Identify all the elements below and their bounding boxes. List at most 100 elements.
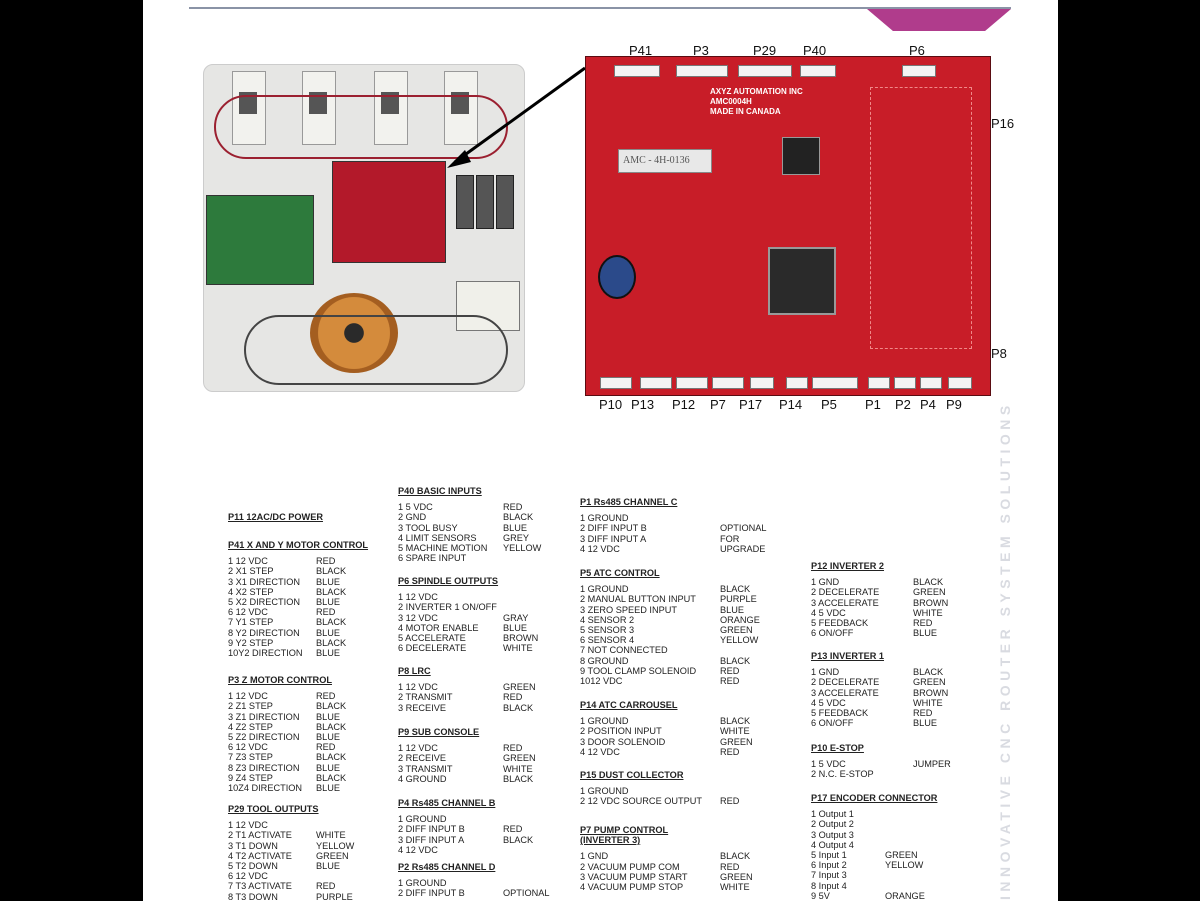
pin-label: 5 T2 DOWN (228, 860, 278, 871)
pin-label: 3 DIFF INPUT A (580, 533, 647, 544)
wire-color: BLUE (316, 596, 341, 607)
wire-color: RED (720, 746, 740, 757)
wire-color: YELLOW (503, 542, 542, 553)
wire-color: GREEN (503, 682, 536, 693)
pin-row: 8 Input 4 (811, 881, 937, 891)
amc-controller-board: AXYZ AUTOMATION INC AMC0004H MADE IN CAN… (585, 56, 991, 396)
pin-label: 8 T3 DOWN (228, 891, 278, 901)
pin-label: 6 12 VDC (228, 742, 268, 753)
connector-label: P7 (710, 397, 726, 412)
toroidal-transformer (310, 293, 398, 373)
wire-color: RED (503, 743, 523, 754)
connector-label: P6 (909, 43, 925, 58)
wire-color: OPTIONAL (720, 523, 767, 534)
wire-color: GREEN (720, 736, 753, 747)
pin-row: 3 ZERO SPEED INPUT BLUE (580, 605, 744, 615)
chip (782, 137, 820, 175)
pin-row: 4 Output 4 (811, 840, 937, 850)
section-title: P12 INVERTER 2 (811, 561, 885, 571)
wire-color: RED (913, 707, 933, 718)
manual-page: AXYZ AUTOMATION INC AMC0004H MADE IN CAN… (143, 0, 1058, 901)
pin-label: 2 TRANSMIT (398, 692, 453, 703)
pin-label: 5 ACCELERATE (398, 632, 466, 643)
wire-color: RED (913, 617, 933, 628)
wire-color: BLUE (316, 860, 341, 871)
pin-label: 9 Y2 STEP (228, 637, 274, 648)
header-accent-tab (867, 9, 1011, 31)
wire-color: BLUE (316, 731, 341, 742)
pin-label: 5 Z2 DIRECTION (228, 731, 300, 742)
pin-label: 6 SENSOR 4 (580, 635, 635, 646)
pin-label: 5 FEEDBACK (811, 707, 869, 718)
pin-label: 3 ZERO SPEED INPUT (580, 604, 677, 615)
wire-color: BLACK (720, 655, 751, 666)
section-title: P15 DUST COLLECTOR (580, 770, 684, 780)
pin-label: 2 INVERTER 1 ON/OFF (398, 602, 497, 613)
connector-label: P13 (631, 397, 655, 412)
wire-color: ORANGE (720, 614, 760, 625)
board-brand-line: AXYZ AUTOMATION INC (710, 87, 803, 96)
pin-row: 1 GROUND (580, 513, 677, 523)
board-brand-line: AMC0004H (710, 97, 752, 106)
wire-color: RED (720, 861, 740, 872)
wire-color: GREEN (885, 849, 918, 860)
wire-color: WHITE (720, 881, 750, 892)
section-title: P10 E-STOP (811, 743, 864, 753)
pin-label: 2 DECELERATE (811, 677, 880, 688)
connector-header (948, 377, 972, 389)
wire-color: BLUE (720, 604, 745, 615)
wire-color: BLACK (503, 512, 534, 523)
pin-label: 3 VACUUM PUMP START (580, 871, 688, 882)
pin-label: 3 TOOL BUSY (398, 522, 458, 533)
pin-label: 6 SPARE INPUT (398, 553, 467, 564)
wire-color: GREEN (913, 677, 946, 688)
pin-row: 1 12 VDC (228, 820, 319, 830)
connector-label: P14 (779, 397, 803, 412)
pinout-section-p11: P11 12AC/DC POWER (228, 512, 323, 528)
connector-header (868, 377, 890, 389)
wire-color: WHITE (503, 763, 533, 774)
connector-header (902, 65, 936, 77)
wire-color: JUMPER (913, 759, 951, 770)
section-title: P41 X AND Y MOTOR CONTROL (228, 540, 369, 550)
pin-row: 1 12 VDC (398, 592, 498, 602)
pin-label: 1 GROUND (398, 814, 447, 825)
pin-label: 1 12 VDC (398, 592, 438, 603)
section-title: P8 LRC (398, 666, 431, 676)
section-title: P6 SPINDLE OUTPUTS (398, 576, 499, 586)
pin-label: 8 Input 4 (811, 880, 847, 891)
pin-label: 7 Z3 STEP (228, 752, 273, 763)
pin-label: 2 N.C. E-STOP (811, 769, 874, 780)
wire-color: YELLOW (720, 635, 759, 646)
pin-row: 6 SENSOR 4 YELLOW (580, 635, 758, 646)
wire-color: BLUE (503, 522, 528, 533)
wire-color: RED (316, 607, 336, 618)
wire-color: RED (316, 881, 336, 892)
board-brand-line: MADE IN CANADA (710, 107, 781, 116)
pin-label: 10Y2 DIRECTION (228, 647, 303, 658)
